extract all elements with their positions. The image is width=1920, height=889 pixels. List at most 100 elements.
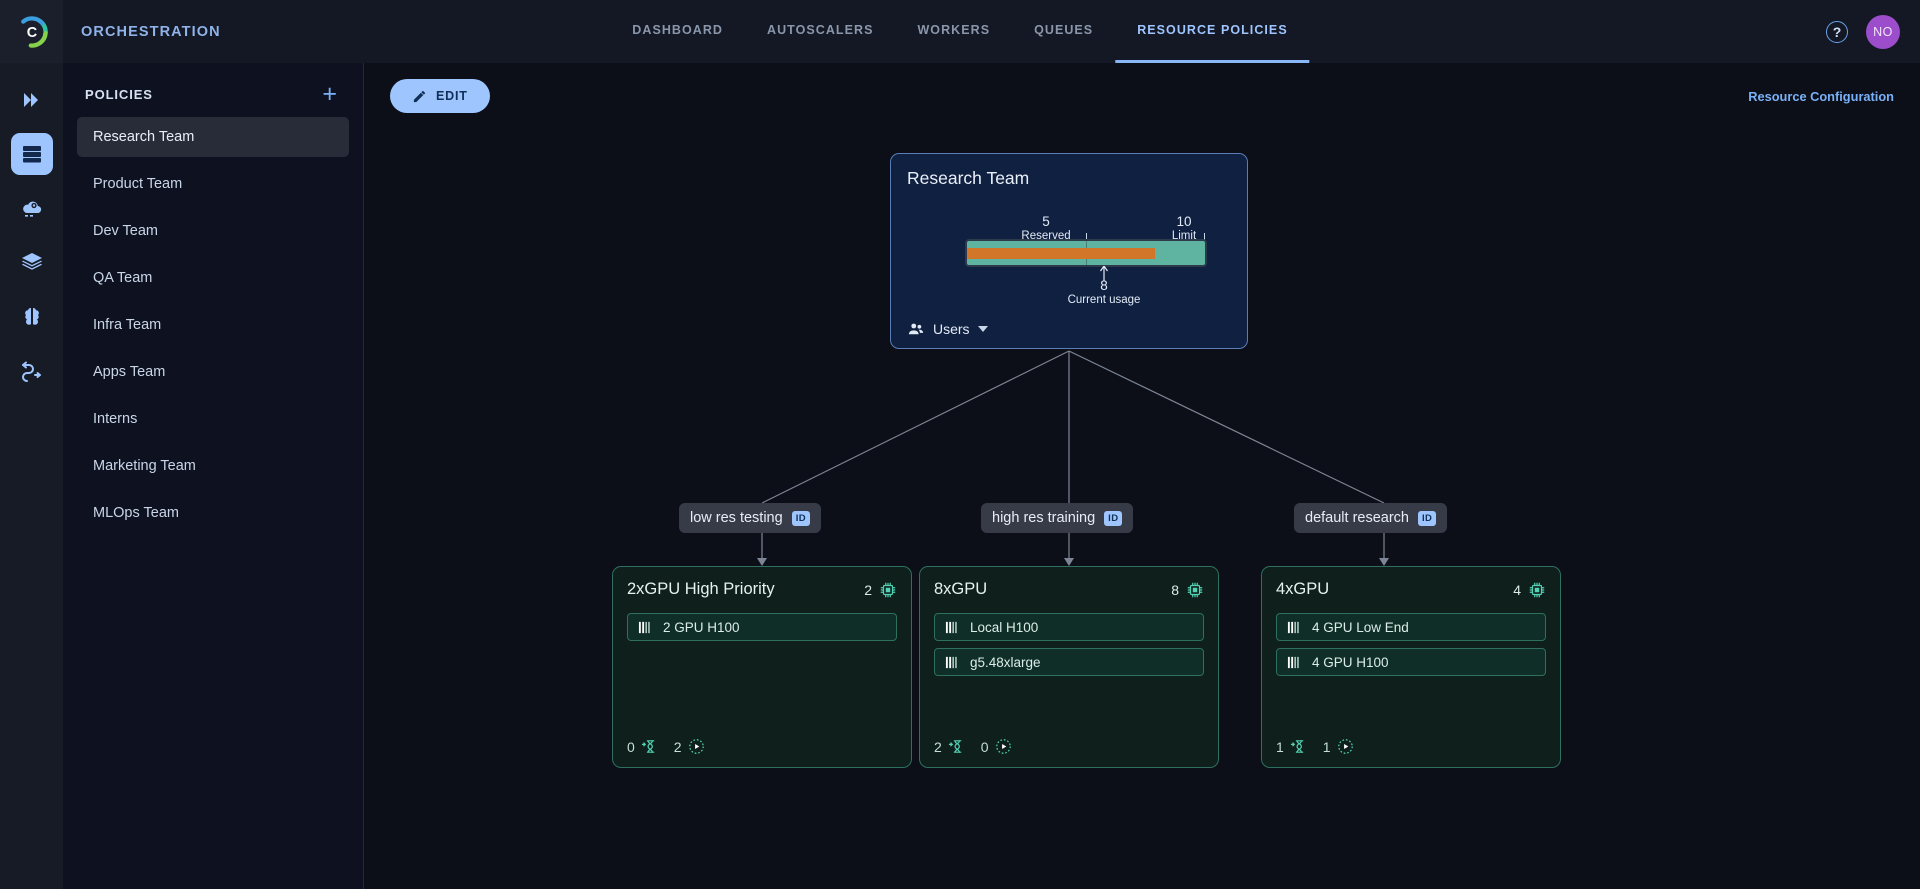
resource-item[interactable]: 2 GPU H100 bbox=[627, 613, 897, 641]
sidebar-item-dev-team[interactable]: Dev Team bbox=[93, 223, 159, 239]
tab-workers[interactable]: WORKERS bbox=[917, 23, 991, 37]
resource-card-title: 2xGPU High Priority bbox=[627, 580, 775, 598]
sidebar-item-research-team[interactable]: Research Team bbox=[77, 117, 349, 157]
resource-gpu-count: 4 bbox=[1513, 581, 1546, 599]
resource-card-4xgpu[interactable]: 4xGPU 4 4 GPU bbox=[1261, 566, 1561, 768]
running-count: 1 bbox=[1322, 738, 1331, 755]
resource-item-list: 2 GPU H100 bbox=[627, 613, 897, 641]
resource-gpu-count: 2 bbox=[864, 581, 897, 599]
gpu-bars-icon bbox=[945, 621, 957, 633]
resource-item-label: 4 GPU Low End bbox=[1312, 619, 1409, 635]
queue-label-high-res-training[interactable]: high res training ID bbox=[981, 503, 1134, 533]
chevron-down-icon bbox=[977, 326, 988, 332]
current-usage-bar bbox=[967, 248, 1156, 259]
queue-label-default-research[interactable]: default research ID bbox=[1294, 503, 1448, 533]
running-stat: 0 bbox=[981, 738, 1012, 755]
resource-item[interactable]: 4 GPU H100 bbox=[1276, 648, 1546, 676]
tab-resource-policies[interactable]: RESOURCE POLICIES bbox=[1115, 0, 1310, 63]
users-dropdown[interactable]: Users bbox=[907, 320, 988, 338]
avatar[interactable]: NO bbox=[1866, 14, 1900, 49]
resource-card-stats: 1 1 bbox=[1276, 738, 1354, 755]
quota-bar bbox=[965, 239, 1207, 267]
rail-item-autoscaling[interactable] bbox=[11, 187, 53, 229]
queued-stat: 2 bbox=[934, 738, 965, 755]
resource-item-list: 4 GPU Low End 4 GPU H100 bbox=[1276, 613, 1546, 676]
queued-stat: 1 bbox=[1276, 738, 1307, 755]
cloud-gear-icon bbox=[22, 201, 41, 217]
policies-header: POLICIES + bbox=[63, 63, 363, 111]
gpu-bars-icon bbox=[945, 656, 957, 668]
rail-item-resources[interactable] bbox=[10, 133, 53, 175]
hourglass-icon bbox=[1290, 740, 1304, 753]
rail-item-models[interactable] bbox=[11, 295, 53, 337]
rail-item-workflows[interactable] bbox=[11, 349, 53, 391]
queue-label-low-res-testing[interactable]: low res testing ID bbox=[679, 503, 821, 533]
svg-text:C: C bbox=[26, 25, 37, 41]
play-dashed-circle-icon bbox=[688, 739, 704, 754]
resource-card-2xgpu-high-priority[interactable]: 2xGPU High Priority 2 bbox=[612, 566, 912, 768]
sidebar-item-mlops-team[interactable]: MLOps Team bbox=[93, 505, 179, 521]
app-logo[interactable]: C bbox=[0, 0, 63, 63]
queued-count: 1 bbox=[1276, 738, 1284, 755]
resource-item-label: Local H100 bbox=[970, 619, 1039, 635]
sidebar-item-marketing-team[interactable]: Marketing Team bbox=[93, 458, 196, 474]
current-usage-value: 8 bbox=[1100, 278, 1108, 293]
policy-list: Research Team Product Team Dev Team QA T… bbox=[63, 117, 363, 533]
resource-item-list: Local H100 g5.48xlarge bbox=[934, 613, 1204, 676]
quota-gauge: 5 Reserved 10 Limit bbox=[907, 195, 1231, 306]
pencil-icon bbox=[413, 90, 426, 102]
reserved-value: 5 bbox=[1042, 214, 1050, 229]
cpu-chip-icon bbox=[880, 582, 896, 597]
workflow-routes-icon bbox=[21, 361, 41, 382]
current-usage-arrow-icon bbox=[1100, 266, 1108, 281]
resource-card-8xgpu[interactable]: 8xGPU 8 Local bbox=[919, 566, 1219, 768]
sidebar-item-infra-team[interactable]: Infra Team bbox=[93, 317, 162, 333]
resource-item[interactable]: g5.48xlarge bbox=[934, 648, 1204, 676]
resource-item-label: g5.48xlarge bbox=[970, 654, 1041, 670]
play-dashed-circle-icon bbox=[995, 739, 1011, 754]
rail-item-layers[interactable] bbox=[11, 241, 53, 283]
running-stat: 1 bbox=[1323, 738, 1354, 755]
gpu-count-value: 8 bbox=[1171, 581, 1179, 598]
queue-label-text: default research bbox=[1305, 510, 1409, 526]
gpu-bars-icon bbox=[638, 621, 650, 633]
edit-button-label: EDIT bbox=[436, 89, 468, 103]
add-policy-button[interactable]: + bbox=[322, 80, 337, 108]
cpu-chip-icon bbox=[1529, 582, 1545, 597]
queue-label-text: low res testing bbox=[690, 510, 783, 526]
layers-icon bbox=[21, 253, 42, 270]
help-icon[interactable]: ? bbox=[1826, 20, 1848, 43]
root-policy-title: Research Team bbox=[907, 168, 1030, 188]
tab-queues[interactable]: QUEUES bbox=[1034, 23, 1094, 37]
sidebar-item-apps-team[interactable]: Apps Team bbox=[93, 364, 166, 380]
resource-item[interactable]: Local H100 bbox=[934, 613, 1204, 641]
resource-item[interactable]: 4 GPU Low End bbox=[1276, 613, 1546, 641]
queued-count: 2 bbox=[934, 738, 942, 755]
running-stat: 2 bbox=[674, 738, 705, 755]
edit-button[interactable]: EDIT bbox=[390, 79, 490, 113]
sidebar-item-interns[interactable]: Interns bbox=[93, 411, 138, 427]
current-usage-label: Current usage bbox=[1067, 294, 1141, 306]
running-count: 0 bbox=[980, 738, 989, 755]
root-policy-card[interactable]: Research Team 5 Reserved 10 Limit bbox=[890, 153, 1248, 349]
queue-label-text: high res training bbox=[992, 510, 1096, 526]
resource-card-stats: 0 2 bbox=[627, 738, 705, 755]
resource-item-label: 2 GPU H100 bbox=[663, 619, 740, 635]
resource-configuration-link[interactable]: Resource Configuration bbox=[1748, 88, 1894, 104]
policies-panel: POLICIES + Research Team Product Team De… bbox=[63, 63, 364, 889]
users-label: Users bbox=[933, 321, 970, 337]
resource-card-title: 4xGPU bbox=[1276, 580, 1330, 598]
tab-autoscalers[interactable]: AUTOSCALERS bbox=[766, 23, 874, 37]
reserved-tick bbox=[1086, 233, 1087, 240]
rail-item-expand[interactable] bbox=[11, 79, 53, 121]
running-count: 2 bbox=[673, 738, 682, 755]
sidebar-item-qa-team[interactable]: QA Team bbox=[93, 270, 153, 286]
server-rack-icon bbox=[22, 146, 41, 163]
queue-id-badge: ID bbox=[1417, 510, 1437, 526]
sidebar-item-product-team[interactable]: Product Team bbox=[93, 176, 183, 192]
resource-card-title: 8xGPU bbox=[934, 580, 988, 598]
users-icon bbox=[908, 323, 924, 335]
gpu-count-value: 4 bbox=[1513, 581, 1521, 598]
limit-tick bbox=[1204, 233, 1205, 240]
tab-dashboard[interactable]: DASHBOARD bbox=[632, 23, 723, 37]
